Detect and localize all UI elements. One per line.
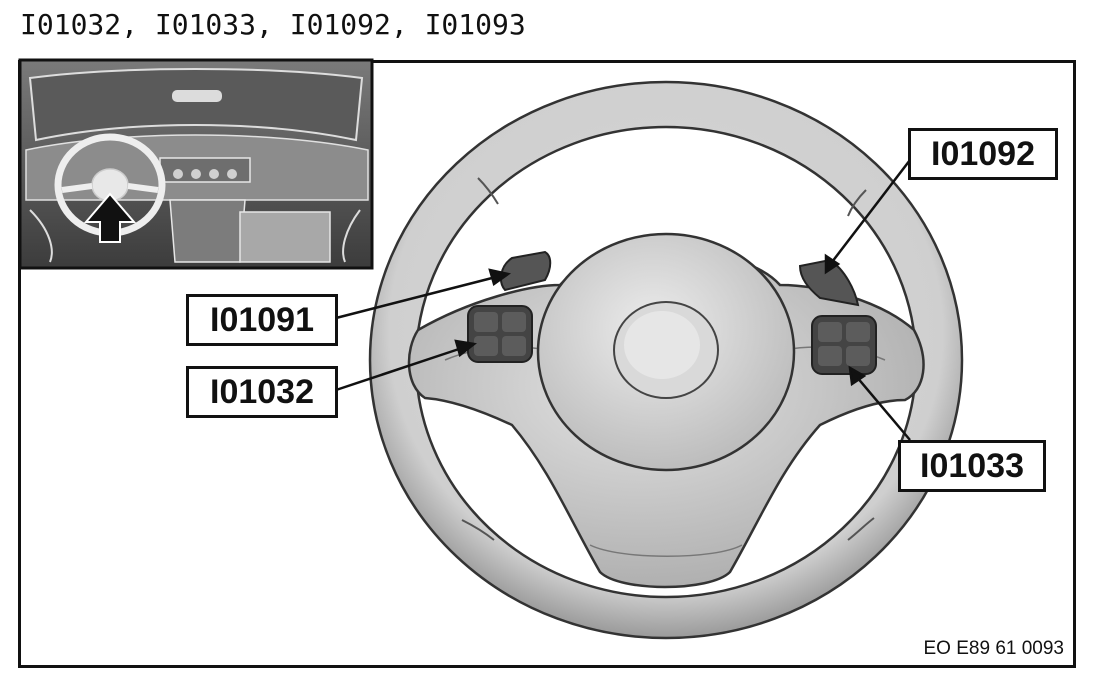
leader-lines <box>335 159 911 441</box>
left-multifunction-buttons <box>467 305 533 363</box>
left-shift-paddle <box>499 250 552 292</box>
callout-left-buttons: I01032 <box>186 366 338 418</box>
airbag-cover <box>536 232 796 472</box>
figure-reference: EO E89 61 0093 <box>923 638 1065 659</box>
interior-inset <box>18 58 374 270</box>
arrow-up-icon <box>83 192 137 243</box>
right-multifunction-buttons <box>811 315 877 375</box>
page-caption: I01032, I01033, I01092, I01093 <box>20 8 526 41</box>
callout-left-paddle: I01091 <box>186 294 338 346</box>
callout-right-paddle: I01092 <box>908 128 1058 180</box>
callout-right-buttons: I01033 <box>898 440 1046 492</box>
right-shift-paddle <box>798 258 860 307</box>
